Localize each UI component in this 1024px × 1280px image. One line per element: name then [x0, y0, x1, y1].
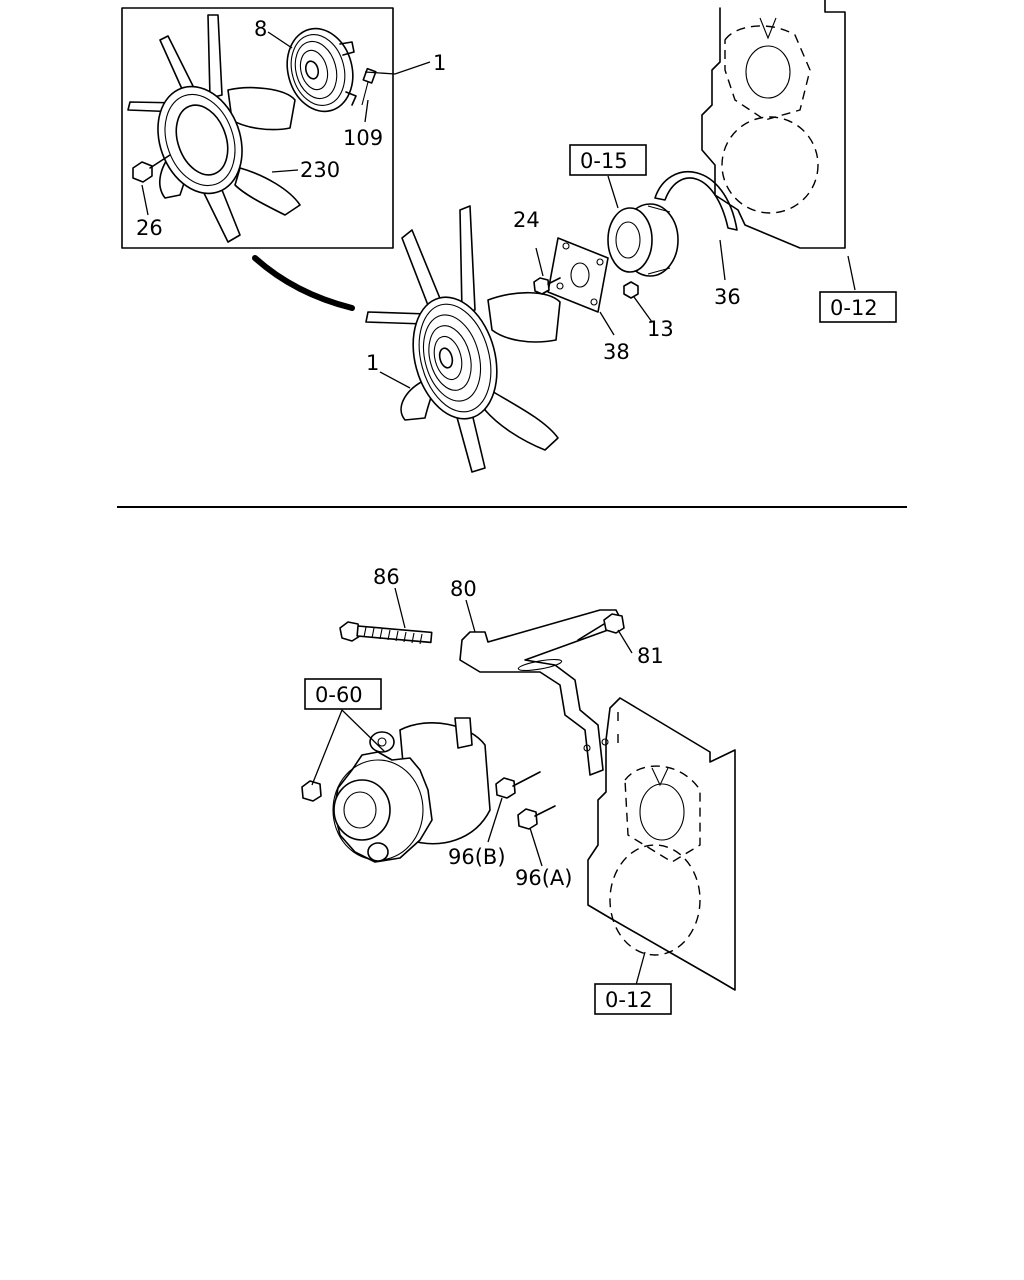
inset-frame — [121, 7, 394, 249]
callout-13: 13 — [647, 317, 674, 341]
ref-0-15: 0-15 — [580, 149, 628, 173]
ref-0-12-bottom: 0-12 — [605, 988, 653, 1012]
ref-0-60: 0-60 — [315, 683, 363, 707]
callout-86: 86 — [373, 565, 400, 589]
bolt-96a — [517, 805, 556, 830]
inset-pointer-arrow — [252, 255, 355, 311]
nut-13 — [623, 281, 639, 299]
engine-front-housing-bottom — [587, 697, 736, 991]
bolt-81 — [577, 613, 625, 641]
bolt-96b — [495, 771, 541, 799]
fan-pulley — [607, 203, 679, 277]
pump-nut — [301, 780, 322, 802]
main-fan-illustration — [365, 205, 561, 473]
bolt-86 — [339, 621, 433, 645]
pump-bracket-80 — [459, 609, 623, 776]
callout-96b: 96(B) — [448, 845, 506, 869]
inset-fan-clutch — [286, 27, 357, 113]
callout-1: 1 — [366, 351, 379, 375]
callout-24: 24 — [513, 208, 540, 232]
timing-cover-36 — [654, 170, 738, 231]
callout-26: 26 — [136, 216, 163, 240]
callout-38: 38 — [603, 340, 630, 364]
callout-96a: 96(A) — [515, 866, 572, 890]
callout-230: 230 — [300, 158, 340, 182]
callout-36: 36 — [714, 285, 741, 309]
inset-fan-illustration — [127, 14, 301, 243]
engine-front-housing-top — [701, 0, 846, 249]
power-steering-pump — [332, 717, 491, 863]
callout-8: 8 — [254, 17, 267, 41]
callout-80: 80 — [450, 577, 477, 601]
callout-109: 109 — [343, 126, 383, 150]
fan-bracket-plate — [547, 237, 609, 313]
callout-81: 81 — [637, 644, 664, 668]
inset-bolt-26 — [132, 154, 171, 183]
callout-1-inset: 1 — [433, 51, 446, 75]
ref-0-12-top: 0-12 — [830, 296, 878, 320]
bolt-24 — [533, 277, 561, 295]
inset-bolt-109 — [361, 67, 377, 106]
